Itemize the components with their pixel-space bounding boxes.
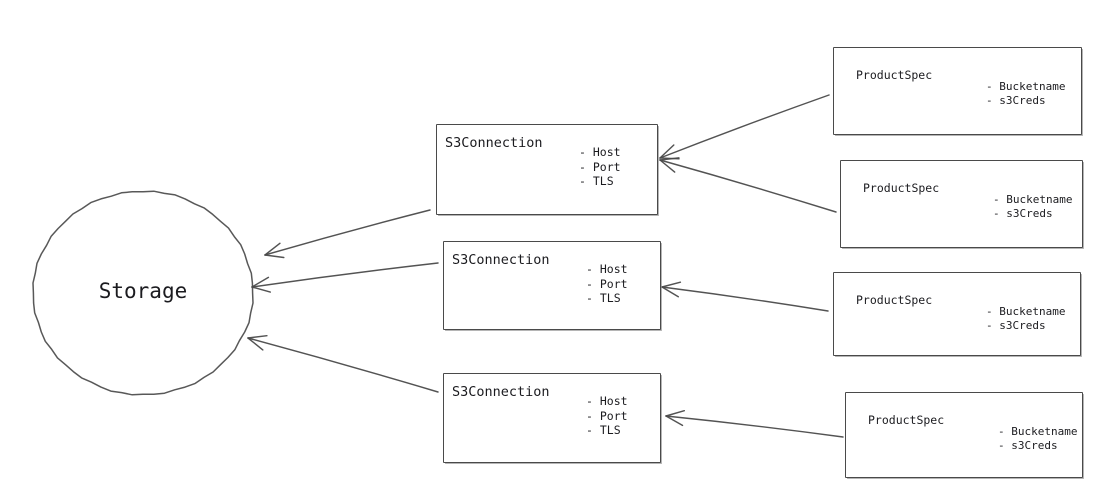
s3connection-attribute: - Host — [586, 262, 628, 276]
s3connection-title-3: S3Connection — [452, 384, 550, 400]
s3conn-3-to-storage-line — [247, 337, 439, 393]
s3connection-attribute: - Port — [586, 408, 628, 423]
s3connection-attribute: - Port — [579, 159, 621, 174]
productspec-attribute: - s3Creds — [998, 439, 1058, 453]
s3connection-attribute: - TLS — [586, 423, 621, 438]
productspec-2-to-s3conn-1-line — [659, 159, 837, 213]
productspec-attribute: - Bucketname — [998, 425, 1078, 438]
s3connection-node-3[interactable]: S3Connection - Host- Port- TLS — [443, 373, 661, 463]
productspec-attribute: - s3Creds — [993, 207, 1053, 221]
s3conn-1-to-storage-head — [264, 242, 281, 256]
s3connection-attribute: - TLS — [579, 174, 614, 189]
s3conn-3-to-storage-head — [247, 334, 268, 339]
s3connection-attributes-2: - Host- Port- TLS — [586, 262, 628, 306]
productspec-attributes-1: - Bucketname- s3Creds — [986, 80, 1065, 108]
productspec-4-to-s3conn-3-head — [665, 409, 686, 417]
productspec-attribute: - s3Creds — [986, 319, 1046, 333]
productspec-title-4: ProductSpec — [868, 413, 945, 427]
s3conn-2-to-storage — [251, 262, 439, 293]
productspec-title-3: ProductSpec — [856, 293, 933, 307]
s3conn-2-to-storage-line — [251, 262, 439, 288]
productspec-node-3[interactable]: ProductSpec - Bucketname- s3Creds — [833, 272, 1081, 356]
productspec-attribute: - Bucketname — [986, 80, 1066, 93]
s3conn-1-to-storage-head — [264, 254, 285, 259]
productspec-2-to-s3conn-1 — [659, 157, 837, 213]
s3conn-1-to-storage-line — [264, 209, 431, 256]
productspec-2-to-s3conn-1-head — [659, 159, 676, 173]
productspec-2-to-s3conn-1-head — [659, 157, 680, 161]
s3connection-node-1[interactable]: S3Connection - Host- Port- TLS — [436, 124, 658, 215]
productspec-3-to-s3conn-2-head — [661, 286, 680, 298]
productspec-attributes-3: - Bucketname- s3Creds — [986, 305, 1065, 333]
productspec-attribute: - s3Creds — [986, 94, 1046, 108]
productspec-3-to-s3conn-2-line — [661, 286, 829, 312]
productspec-3-to-s3conn-2 — [661, 281, 829, 312]
productspec-attribute: - Bucketname — [986, 305, 1066, 318]
s3connection-attributes-1: - Host- Port- TLS — [579, 145, 621, 189]
s3connection-attribute: - Port — [586, 276, 628, 291]
s3connection-node-2[interactable]: S3Connection - Host- Port- TLS — [443, 241, 661, 330]
s3conn-3-to-storage-head — [247, 337, 264, 351]
productspec-node-4[interactable]: ProductSpec - Bucketname- s3Creds — [845, 392, 1083, 478]
s3connection-attribute: - Host — [579, 145, 621, 159]
productspec-title-1: ProductSpec — [856, 68, 933, 82]
s3conn-2-to-storage-head — [251, 276, 270, 288]
s3connection-title-1: S3Connection — [445, 135, 543, 151]
s3conn-3-to-storage — [247, 334, 439, 393]
s3connection-attribute: - TLS — [586, 291, 621, 306]
productspec-4-to-s3conn-3-line — [665, 415, 844, 438]
productspec-attributes-4: - Bucketname- s3Creds — [998, 425, 1077, 453]
productspec-3-to-s3conn-2-head — [661, 281, 682, 288]
s3connection-attribute: - Host — [586, 394, 628, 408]
s3connection-attributes-3: - Host- Port- TLS — [586, 394, 628, 438]
productspec-4-to-s3conn-3-head — [665, 415, 684, 427]
productspec-attribute: - Bucketname — [993, 193, 1073, 206]
productspec-1-to-s3conn-1 — [659, 94, 830, 160]
s3connection-title-2: S3Connection — [452, 252, 550, 268]
productspec-node-1[interactable]: ProductSpec - Bucketname- s3Creds — [833, 47, 1082, 135]
s3conn-1-to-storage — [264, 209, 431, 259]
productspec-attributes-2: - Bucketname- s3Creds — [993, 193, 1072, 221]
productspec-title-2: ProductSpec — [863, 181, 940, 195]
storage-node-label: Storage — [98, 279, 188, 303]
productspec-1-to-s3conn-1-line — [659, 94, 830, 159]
productspec-1-to-s3conn-1-head — [659, 144, 675, 159]
productspec-1-to-s3conn-1-head — [659, 157, 680, 160]
productspec-4-to-s3conn-3 — [665, 409, 844, 438]
s3conn-2-to-storage-head — [251, 286, 272, 293]
productspec-node-2[interactable]: ProductSpec - Bucketname- s3Creds — [840, 160, 1083, 248]
